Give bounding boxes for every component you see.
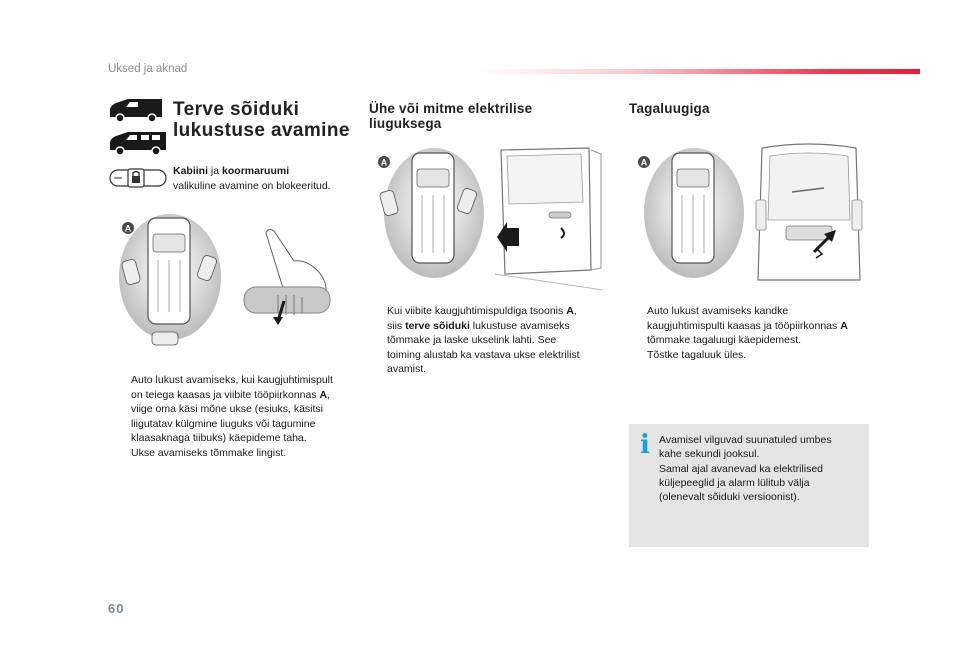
note-bold: Kabiini <box>173 165 209 177</box>
bullet-item: Kui viibite kaugjuhtimispuldiga tsoonis … <box>369 304 624 377</box>
cabin-note: Kabiini ja koormaruumi valikuline avamin… <box>173 164 363 193</box>
info-text: Avamisel vilguvad suunatuled umbes kahe … <box>659 433 864 504</box>
tailgate-icon <box>755 143 863 281</box>
col3-instructions: Auto lukust avamiseks kandke kaugjuhtimi… <box>629 304 879 362</box>
zone-ref: A <box>840 319 848 332</box>
note-bold: koormaruumi <box>222 165 290 177</box>
zone-ref: A <box>566 305 574 317</box>
bullet-bold: terve sõiduki <box>405 319 470 332</box>
bullet-text: on teiega kaasas ja viibite tööpiirkonna… <box>131 388 320 401</box>
info-box <box>629 424 869 547</box>
bullet-text: Auto lukust avamiseks, kui kaugjuhtimisp… <box>131 374 333 386</box>
running-header: Uksed ja aknad <box>108 63 188 75</box>
hand-handle-icon <box>243 228 331 325</box>
bullet-text: Kui viibite kaugjuhtimispuldiga tsoonis <box>387 305 567 317</box>
van-rear-lock-icon <box>109 168 167 188</box>
bullet-item: Tõstke tagaluuk üles. <box>629 348 879 363</box>
col2-instructions: Kui viibite kaugjuhtimispuldiga tsoonis … <box>369 304 624 377</box>
title-line: Terve sõiduki <box>173 99 300 120</box>
bullet-text: avamist. <box>387 363 427 375</box>
bullet-text: toiming alustab ka vastava ukse elektril… <box>387 348 580 361</box>
bullet-text: , <box>573 305 577 317</box>
zone-a-label: A <box>125 223 132 233</box>
note-text: valikuline avamine on blokeeritud. <box>173 179 331 192</box>
title-line: liuguksega <box>369 116 442 131</box>
info-line: Avamisel vilguvad suunatuled umbes <box>659 434 832 446</box>
note-text: ja <box>208 165 223 177</box>
bullet-text: liigutatav külgmine liuguks või tagumine <box>131 417 316 430</box>
bullet-item: Auto lukust avamiseks kandke kaugjuhtimi… <box>629 304 879 348</box>
info-line: kahe sekundi jooksul. <box>659 448 760 461</box>
sliding-door-icon <box>494 147 604 291</box>
zone-ref: A <box>319 388 328 401</box>
info-line: küljepeeglid ja alarm lülitub välja <box>659 476 810 489</box>
keyless-zone-diagram: A <box>119 214 221 346</box>
info-icon: i <box>640 430 650 460</box>
bullet-text: klaasaknaga tiibuks) käepideme taha. <box>131 432 307 444</box>
info-line: Samal ajal avanevad ka elektrilised <box>659 462 824 475</box>
col1-instructions: Auto lukust avamiseks, kui kaugjuhtimisp… <box>113 373 363 460</box>
info-line: (olenevalt sõiduki versioonist). <box>659 491 800 504</box>
bullet-text: siis <box>387 319 406 332</box>
bullet-text: , <box>327 388 331 401</box>
page-number: 60 <box>108 601 125 616</box>
title-line: Ühe või mitme elektrilise <box>369 101 533 116</box>
van-side-windows-icon <box>110 132 166 156</box>
bullet-text: tõmmake tagaluugi käepidemest. <box>647 334 802 346</box>
keyless-zone-diagram: A <box>378 148 484 278</box>
header-accent-line <box>480 69 920 74</box>
bullet-text: Auto lukust avamiseks kandke <box>647 305 789 317</box>
section-title-tailgate: Tagaluugiga <box>629 101 710 116</box>
zone-a-label: A <box>641 157 648 167</box>
section-title-full-unlock: Terve sõiduki lukustuse avamine <box>173 99 353 141</box>
bullet-text: kaugjuhtimispulti kaasas ja tööpiirkonna… <box>647 319 841 332</box>
keyless-zone-diagram: A <box>638 148 744 278</box>
bullet-text: Ukse avamiseks tõmmake lingist. <box>131 446 287 459</box>
bullet-text: viige oma käsi mõne ukse (esiuks, käsits… <box>131 403 323 415</box>
bullet-item: Auto lukust avamiseks, kui kaugjuhtimisp… <box>113 373 363 446</box>
bullet-item: Ukse avamiseks tõmmake lingist. <box>113 446 363 461</box>
bullet-text: tõmmake ja laske ukselink lahti. See <box>387 334 557 346</box>
zone-a-label: A <box>381 157 388 167</box>
bullet-text: lukustuse avamiseks <box>469 319 570 332</box>
title-line: lukustuse avamine <box>173 120 350 141</box>
section-title-sliding-doors: Ühe või mitme elektrilise liuguksega <box>369 101 599 131</box>
van-side-icon <box>110 99 162 123</box>
bullet-text: Tõstke tagaluuk üles. <box>647 348 747 361</box>
